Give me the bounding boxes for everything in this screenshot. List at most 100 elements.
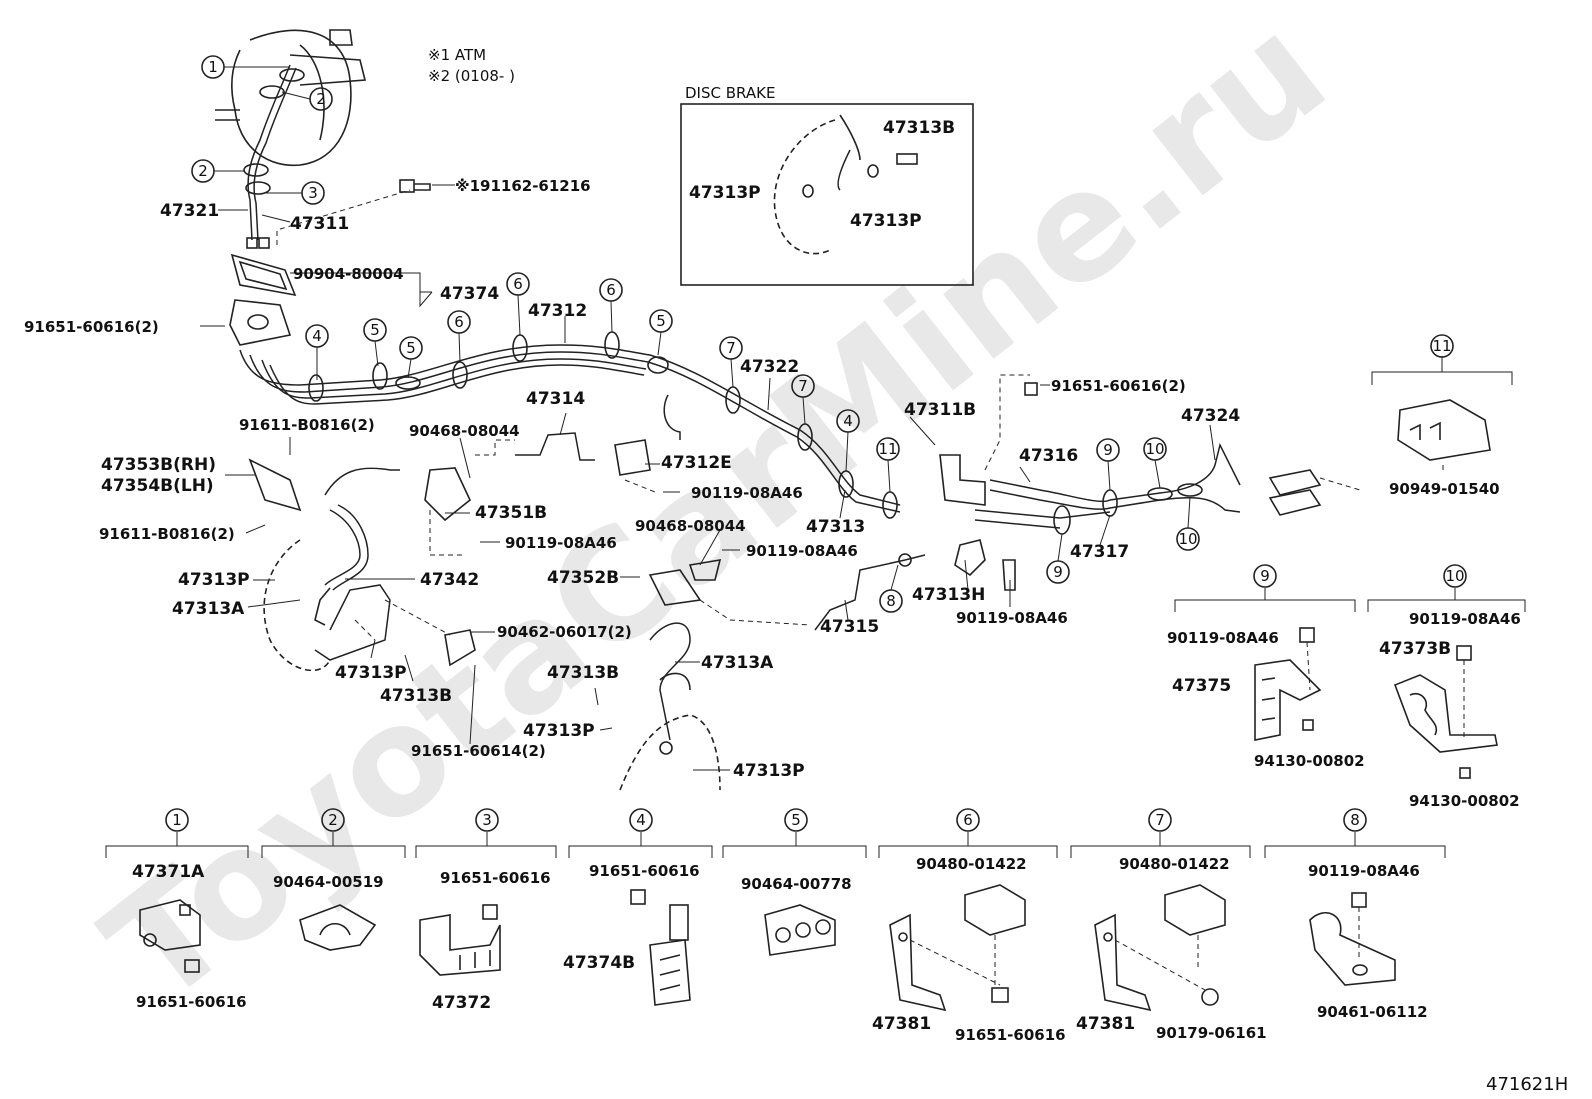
svg-text:7: 7 [726, 339, 736, 357]
svg-text:4: 4 [312, 327, 322, 345]
label-47313P-bottom: 47313P [733, 761, 805, 781]
label-90179-06161: 90179-06161 [1156, 1024, 1267, 1042]
bracket-47311B-drawing [939, 374, 1038, 506]
callout-7-a: 7 [719, 336, 743, 360]
label-47381-6: 47381 [872, 1014, 931, 1034]
label-47313P-disc-left: 47313P [689, 183, 761, 203]
label-47373B: 47373B [1379, 639, 1451, 659]
label-90119-08A46-d: 90119-08A46 [956, 609, 1068, 627]
svg-text:1: 1 [208, 58, 218, 76]
label-90949-01540: 90949-01540 [1389, 480, 1500, 498]
label-47374B: 47374B [563, 953, 635, 973]
label-90119-08A46-a: 90119-08A46 [691, 484, 803, 502]
label-47311: 47311 [290, 214, 349, 234]
label-91611-B0816-b: 91611-B0816(2) [99, 525, 235, 543]
svg-text:8: 8 [886, 592, 896, 610]
label-47313P-center: 47313P [523, 721, 595, 741]
label-91651-60616-c3: 91651-60616 [440, 869, 551, 887]
label-91651-60614-2: 91651-60614(2) [411, 742, 546, 760]
svg-text:5: 5 [370, 321, 380, 339]
bottom-detail-brackets [105, 832, 1446, 858]
label-47353B-RH: 47353B(RH) [101, 455, 216, 475]
svg-text:10: 10 [1178, 530, 1197, 548]
label-47314: 47314 [526, 389, 585, 409]
svg-text:10: 10 [1445, 567, 1464, 585]
svg-text:3: 3 [482, 811, 492, 829]
svg-text:9: 9 [1103, 441, 1113, 459]
label-90468-08044-a: 90468-08044 [409, 422, 520, 440]
disc-brake-inset: DISC BRAKE [680, 84, 974, 286]
callout-4-c: 4 [629, 808, 653, 832]
callout-5-d: 5 [784, 808, 808, 832]
callout-5-a: 5 [363, 318, 387, 342]
label-91651-60616-c1: 91651-60616 [136, 993, 247, 1011]
label-90464-00519: 90464-00519 [273, 873, 384, 891]
label-47313B-mid: 47313B [380, 686, 452, 706]
label-90468-08044-b: 90468-08044 [635, 517, 746, 535]
callout-5-b: 5 [399, 336, 423, 360]
label-47313P-mid: 47313P [335, 663, 407, 683]
svg-text:11: 11 [1432, 337, 1451, 355]
label-47313: 47313 [806, 517, 865, 537]
svg-text:9: 9 [1053, 563, 1063, 581]
svg-text:2: 2 [328, 811, 338, 829]
label-47352B: 47352B [547, 568, 619, 588]
figure-reference: 471621H [1486, 1074, 1568, 1095]
callout-4-a: 4 [305, 324, 329, 348]
callout-10-a: 10 [1143, 437, 1167, 461]
callout-6-d: 6 [956, 808, 980, 832]
svg-text:7: 7 [1155, 811, 1165, 829]
svg-text:7: 7 [798, 377, 808, 395]
label-191162-61216: ※191162-61216 [455, 177, 591, 195]
label-47312E: 47312E [661, 453, 732, 473]
label-91651-60616-c4: 91651-60616 [589, 862, 700, 880]
label-90904-80004: 90904-80004 [293, 265, 404, 283]
callout-1-b: 1 [165, 808, 189, 832]
label-90480-01422-7: 90480-01422 [1119, 855, 1230, 873]
callout-9-b: 9 [1046, 560, 1070, 584]
label-90480-01422-6: 90480-01422 [916, 855, 1027, 873]
label-47371A: 47371A [132, 862, 205, 882]
label-90119-08A46-e: 90119-08A46 [1167, 629, 1279, 647]
note-1: ※1 ATM [428, 46, 486, 64]
label-47313B-center: 47313B [547, 663, 619, 683]
callout-6-c: 6 [599, 278, 623, 302]
label-47342: 47342 [420, 570, 479, 590]
label-47374: 47374 [440, 284, 499, 304]
detail-parts-drawings [139, 884, 1396, 1012]
label-90119-08A46-c: 90119-08A46 [746, 542, 858, 560]
label-47317: 47317 [1070, 542, 1129, 562]
detail-11-drawing [1371, 356, 1513, 461]
svg-text:2: 2 [316, 90, 326, 108]
callout-9-a: 9 [1096, 438, 1120, 462]
label-47313P-left: 47313P [178, 570, 250, 590]
note-2: ※2 (0108- ) [428, 67, 515, 85]
front-left-hose-drawing [248, 458, 476, 672]
bolt-191162-drawing [399, 179, 431, 193]
svg-text:8: 8 [1350, 811, 1360, 829]
label-47315: 47315 [820, 617, 879, 637]
svg-text:10: 10 [1145, 440, 1164, 458]
callout-11-b: 11 [1430, 334, 1454, 358]
label-47313A-center: 47313A [701, 653, 774, 673]
label-47351B: 47351B [475, 503, 547, 523]
svg-text:11: 11 [878, 440, 897, 458]
label-90464-00778: 90464-00778 [741, 875, 852, 893]
label-90119-08A46-g: 90119-08A46 [1308, 862, 1420, 880]
callout-11-a: 11 [876, 437, 900, 461]
disc-brake-title: DISC BRAKE [685, 84, 775, 102]
callout-9-c: 9 [1253, 564, 1277, 588]
label-47372: 47372 [432, 993, 491, 1013]
label-47313P-disc-right: 47313P [850, 211, 922, 231]
svg-text:5: 5 [791, 811, 801, 829]
label-94130-00802-b: 94130-00802 [1409, 792, 1520, 810]
detail-10-drawing [1367, 588, 1526, 779]
svg-text:5: 5 [656, 312, 666, 330]
callout-6-a: 6 [447, 310, 471, 334]
label-90119-08A46-f: 90119-08A46 [1409, 610, 1521, 628]
svg-text:6: 6 [606, 281, 616, 299]
callout-3-b: 3 [475, 808, 499, 832]
label-91651-60616-2-right: 91651-60616(2) [1051, 377, 1186, 395]
